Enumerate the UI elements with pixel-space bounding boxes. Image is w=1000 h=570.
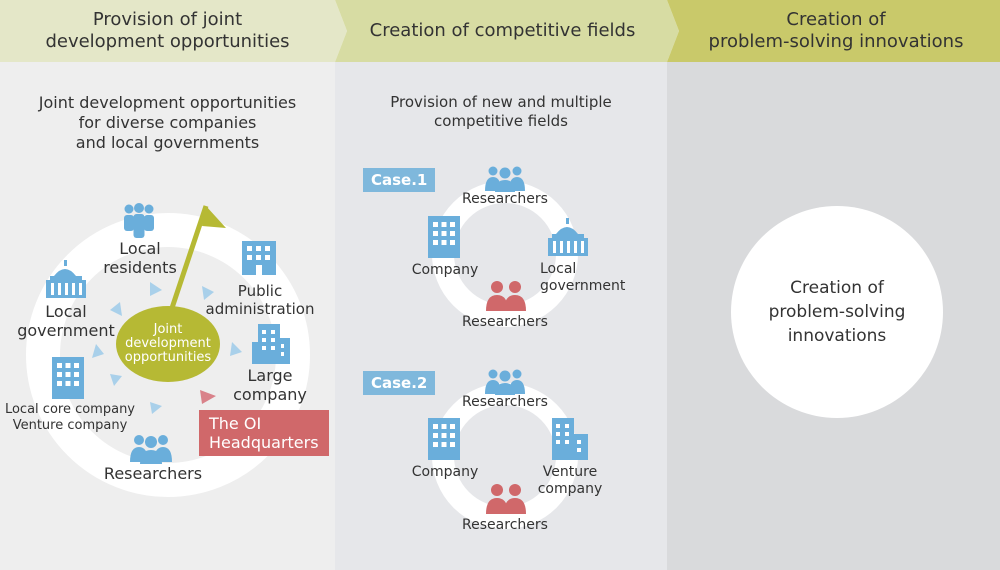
label-large-company-1: Large — [247, 366, 293, 385]
header-step-3: Creation of problem-solving innovations — [672, 0, 1000, 62]
label-local-core-company: Local core company — [4, 402, 136, 417]
case1-label-right-1: Local — [540, 261, 577, 277]
local-core-company-icon — [52, 357, 84, 399]
ring-arrow-6 — [110, 374, 122, 386]
label-local-core-venture: Local core company Venture company — [0, 402, 140, 434]
header-step-1: Provision of joint development opportuni… — [0, 0, 335, 62]
case2-researchers-bottom-icon — [486, 484, 526, 514]
label-public-administration-1: Public — [237, 282, 283, 300]
case2-badge: Case.2 — [363, 371, 436, 395]
case1-label-right: Local government — [540, 261, 625, 295]
label-local-residents: Local residents — [95, 239, 185, 277]
header-step-3-line-1: Creation of — [786, 9, 886, 30]
middle-title-line-2: competitive fields — [434, 112, 568, 130]
ring-arrow-7 — [150, 402, 162, 414]
oval-line-2: development — [125, 336, 211, 351]
label-local-government-1: Local — [45, 302, 87, 321]
case2-label-right-1: Venture — [542, 464, 598, 480]
oval-line-1: Joint — [153, 322, 183, 337]
header-step-1-line-2: development opportunities — [45, 31, 290, 52]
left-title-line-1: Joint development opportunities — [38, 93, 297, 112]
innovations-line-3: innovations — [787, 326, 887, 346]
label-public-administration-2: administration — [205, 300, 315, 318]
local-government-icon — [46, 260, 86, 298]
label-venture-company: Venture company — [12, 418, 128, 433]
middle-title: Provision of new and multiple competitiv… — [335, 93, 667, 131]
oval-line-3: opportunities — [124, 350, 212, 365]
left-title-line-3: and local governments — [75, 133, 260, 152]
left-cycle-diagram — [26, 205, 310, 497]
case2-label-top: Researchers — [462, 394, 548, 410]
ring-arrow-2 — [202, 286, 214, 300]
left-title: Joint development opportunities for dive… — [0, 93, 335, 153]
public-administration-icon — [242, 241, 276, 275]
ring-arrow-5 — [92, 344, 104, 358]
header-step-2-line-1: Creation of competitive fields — [369, 20, 636, 41]
label-local-residents-1: Local — [119, 239, 161, 258]
joint-development-oval: Joint development opportunities — [116, 306, 220, 382]
researchers-icon — [130, 435, 172, 464]
header-step-2: Creation of competitive fields — [340, 0, 665, 62]
header-step-1-line-1: Provision of joint — [92, 9, 243, 30]
case1-label-bottom: Researchers — [462, 314, 548, 330]
case1-label-left: Company — [411, 262, 479, 278]
case1-company-icon — [428, 216, 460, 258]
label-researchers: Researchers — [103, 464, 203, 483]
ring-arrow-oi — [200, 390, 216, 404]
oi-headquarters-box: The OI Headquarters — [199, 410, 329, 456]
ring-arrow-3 — [110, 302, 122, 316]
case1-researchers-bottom-icon — [486, 281, 526, 311]
innovations-line-1: Creation of — [790, 278, 884, 298]
case2-company-icon — [428, 418, 460, 460]
label-large-company-2: company — [233, 385, 307, 404]
case2-label-bottom: Researchers — [462, 517, 548, 533]
case2-label-right-2: company — [537, 481, 603, 497]
ring-arrow-1 — [150, 282, 162, 296]
case2-researchers-top-icon — [485, 369, 525, 395]
innovations-line-2: problem-solving — [768, 302, 906, 322]
label-local-government-2: government — [17, 321, 115, 340]
case1-government-icon — [548, 218, 588, 256]
case2-label-right: Venture company — [532, 464, 608, 498]
oi-headquarters-line-1: The OI — [209, 414, 262, 433]
innovations-circle: Creation of problem-solving innovations — [731, 206, 943, 418]
label-local-residents-2: residents — [103, 258, 177, 277]
left-title-line-2: for diverse companies — [78, 113, 257, 132]
ring-arrow-4 — [230, 342, 242, 356]
large-company-icon — [252, 324, 290, 364]
case1-label-right-2: government — [540, 278, 626, 294]
header-step-3-line-2: problem-solving innovations — [708, 31, 964, 52]
header-chevron-band — [0, 0, 1000, 62]
case1-researchers-top-icon — [485, 166, 525, 192]
oi-headquarters-line-2: Headquarters — [209, 433, 319, 452]
label-large-company: Large company — [225, 366, 315, 404]
case2-venture-icon — [552, 418, 588, 460]
case2-label-left: Company — [411, 464, 479, 480]
label-local-government: Local government — [8, 302, 124, 340]
residents-icon — [124, 203, 154, 238]
case1-label-top: Researchers — [462, 191, 548, 207]
case1-badge: Case.1 — [363, 168, 436, 192]
label-public-administration: Public administration — [202, 282, 318, 318]
middle-title-line-1: Provision of new and multiple — [390, 93, 612, 111]
